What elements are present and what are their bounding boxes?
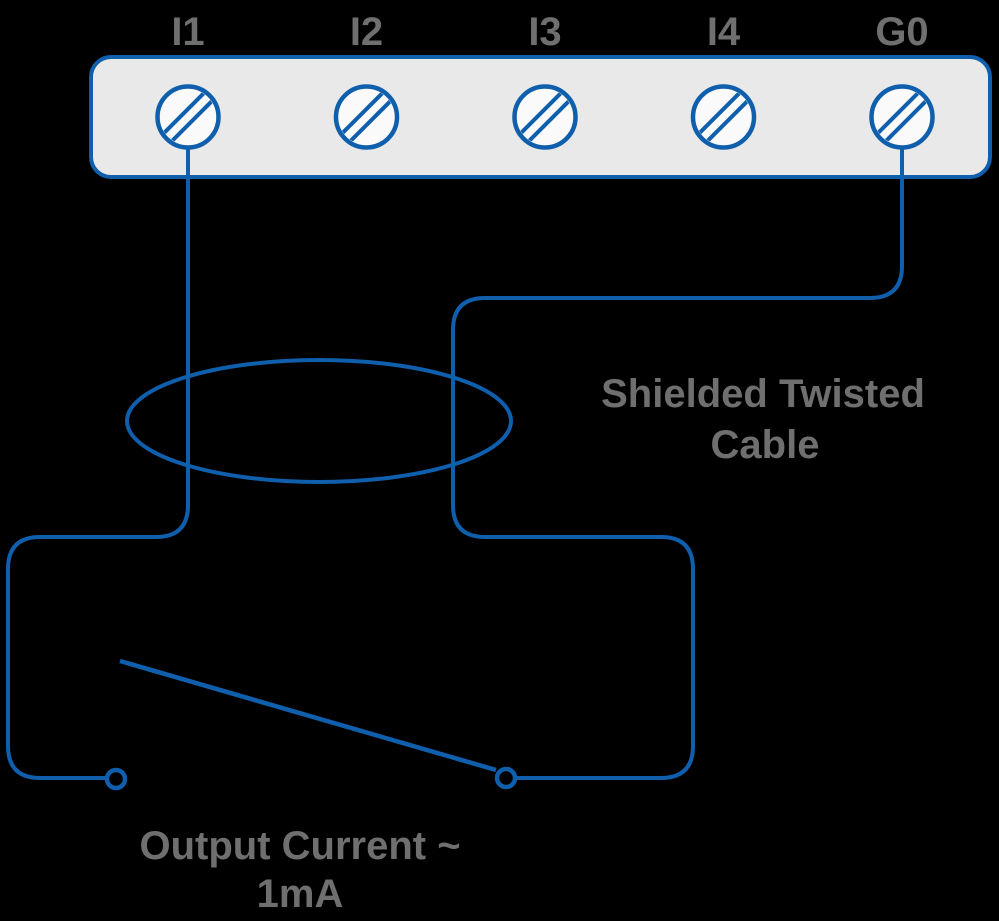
cable-loop-icon [125, 358, 513, 484]
caption-output-current-line2: 1mA [257, 872, 344, 916]
caption-output-current-line1: Output Current ~ [139, 824, 460, 868]
screw-terminal-i1-icon [155, 84, 221, 150]
terminal-label-i2: I2 [350, 10, 383, 54]
screw-circle [690, 84, 757, 150]
terminal-label-i1: I1 [171, 10, 204, 54]
screw-circle [512, 84, 578, 150]
screw-circle [869, 84, 935, 150]
terminal-label-i4: I4 [707, 10, 741, 54]
screw-terminal-i4-icon [690, 84, 757, 150]
caption-shielded-twisted-line1: Shielded Twisted [601, 372, 925, 416]
screw-terminal-i2-icon [333, 84, 400, 150]
switch-blade [119, 658, 497, 773]
wire-i1 [6, 148, 190, 780]
caption-shielded-twisted-line2: Cable [711, 423, 820, 467]
wire-g0 [451, 148, 904, 780]
screw-terminal-i3-icon [512, 84, 578, 150]
terminal-label-g0: G0 [875, 10, 928, 54]
terminal-label-i3: I3 [528, 10, 561, 54]
switch-contact-left [104, 767, 128, 791]
switch-contact-right [494, 766, 518, 790]
screw-terminal-g0-icon [869, 84, 935, 150]
screw-circle [333, 84, 400, 150]
screw-circle [155, 84, 221, 150]
